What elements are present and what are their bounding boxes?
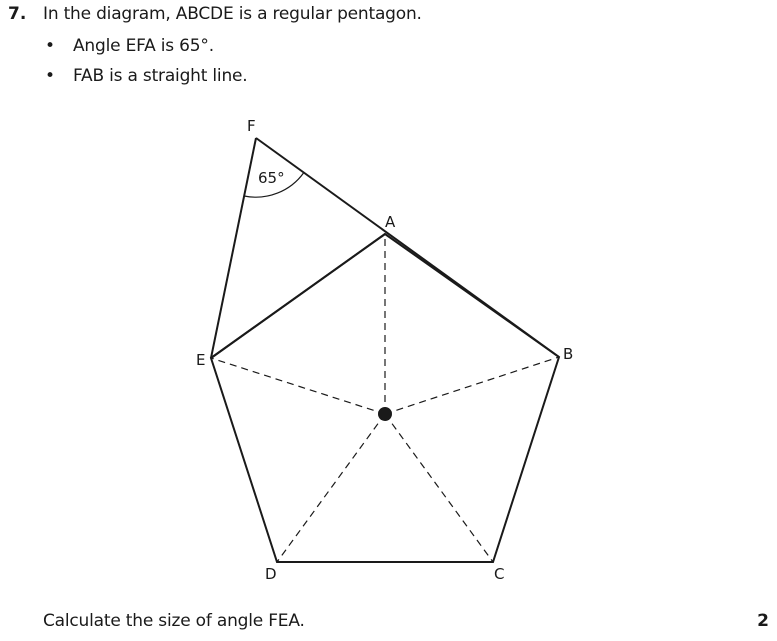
bullet-marker: • bbox=[45, 66, 55, 86]
question-stem: In the diagram, ABCDE is a regular penta… bbox=[43, 4, 422, 24]
line-fe bbox=[210, 137, 257, 359]
bullet-text: Angle EFA is 65°. bbox=[73, 36, 214, 56]
question-prompt: Calculate the size of angle FEA. bbox=[43, 611, 305, 631]
line-fab bbox=[255, 137, 560, 358]
marks-value: 2 bbox=[757, 611, 769, 631]
question-number: 7. bbox=[8, 4, 27, 24]
angle-arc-efa bbox=[244, 172, 305, 198]
dashed-radii bbox=[210, 234, 560, 563]
label-angle-65: 65° bbox=[258, 169, 285, 187]
label-f: F bbox=[247, 117, 256, 135]
centre-point bbox=[378, 407, 392, 421]
label-a: A bbox=[385, 213, 396, 231]
line-ea bbox=[210, 233, 386, 359]
label-c: C bbox=[494, 565, 504, 583]
label-d: D bbox=[265, 565, 277, 583]
bullet-text: FAB is a straight line. bbox=[73, 66, 248, 86]
label-b: B bbox=[563, 345, 573, 363]
label-e: E bbox=[196, 351, 205, 369]
bullet-marker: • bbox=[45, 36, 55, 56]
